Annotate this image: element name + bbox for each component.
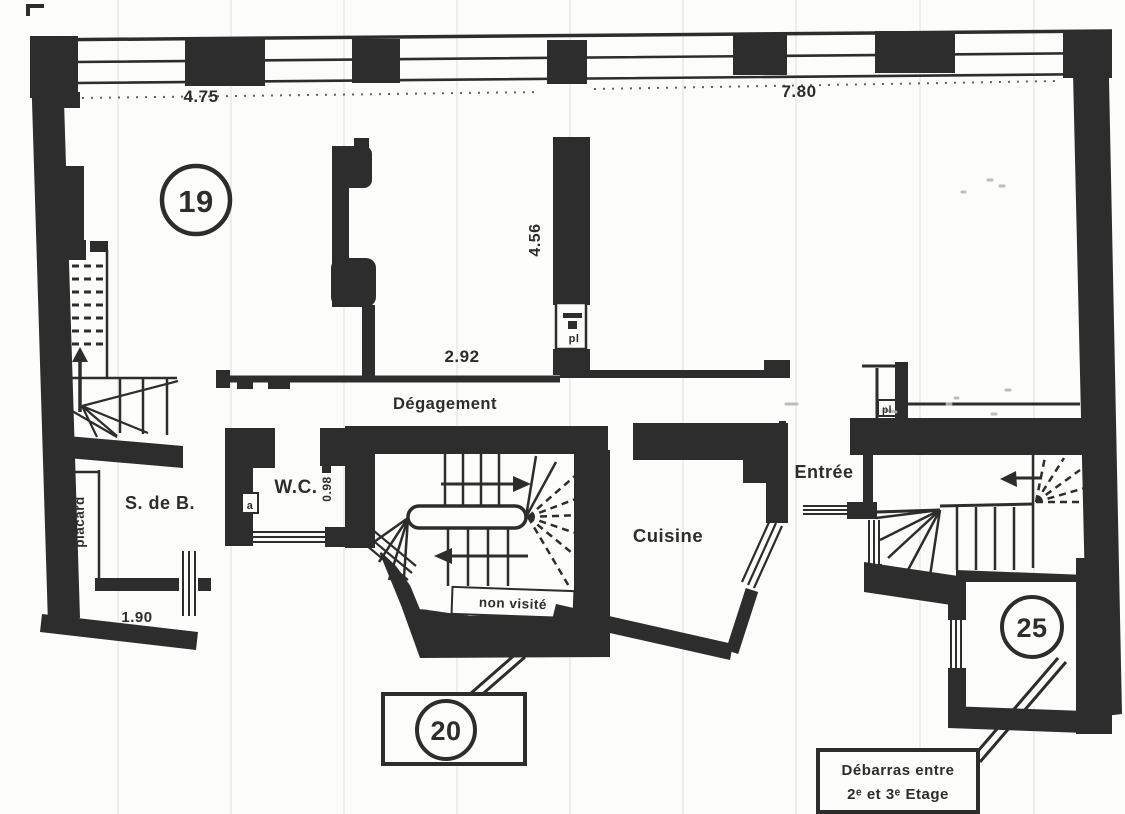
- room-19-number: 19: [178, 184, 213, 219]
- dimension-wc: 0.98: [320, 476, 334, 501]
- not-visited-label: non visité: [479, 595, 547, 612]
- east-stair-rail: [875, 502, 1035, 514]
- chimney-bottom-arm: [331, 258, 376, 307]
- dimension-top-left: 4.75: [183, 87, 218, 106]
- spine-wall-segments: [553, 137, 590, 375]
- room-20-box: [381, 692, 527, 766]
- closet-partition-lines: [70, 470, 101, 584]
- room-20-number-circle: [415, 699, 477, 761]
- east-stair-winders: [875, 508, 942, 577]
- room-20-number: 20: [430, 716, 461, 746]
- storeroom-note-line1: Débarras entre: [842, 762, 955, 779]
- east-exterior-wall: [1072, 30, 1122, 734]
- stair-winders-dashed: [526, 467, 611, 589]
- kitchen-wall-segments: [552, 423, 788, 660]
- pencil-smudge: [784, 178, 1012, 416]
- corridor-wall-endcap-west: [216, 370, 290, 389]
- wc-walls: [225, 428, 375, 548]
- wc-wall-segments: [225, 428, 375, 548]
- stair-upper-flight-treads: [443, 454, 501, 506]
- wc-label: W.C.: [274, 477, 317, 498]
- triple-line-door-symbol-wc: [253, 531, 325, 543]
- stair-winder-treads: [59, 379, 179, 438]
- west-exterior-wall: [30, 36, 108, 624]
- room-19-tag: 19: [159, 163, 233, 237]
- room-25-leader-line: [970, 657, 1068, 763]
- triple-line-door-symbol-entry-east: [868, 520, 880, 564]
- entry-label: Entrée: [794, 462, 853, 482]
- not-visited-tag: non visité: [450, 585, 576, 620]
- dimension-bathroom: 1.90: [121, 609, 152, 626]
- stairwell-interior: [375, 454, 574, 616]
- direction-arrow-icon: [1000, 471, 1017, 487]
- stair-winders-solid: [524, 455, 558, 518]
- stair-shaft-boundary: [52, 250, 177, 380]
- center-closet-fixture: [563, 313, 582, 329]
- direction-arrow-icon: [434, 548, 452, 564]
- bathroom-bottom-wall: [40, 614, 198, 650]
- room-20-tag: 20: [381, 650, 527, 766]
- not-visited-box: [450, 585, 576, 620]
- partition-below-chimney: [362, 305, 375, 377]
- bathroom-label: S. de B.: [125, 493, 195, 513]
- triple-line-door-symbol-entry-south: [803, 505, 847, 515]
- kitchen-label: Cuisine: [633, 525, 703, 546]
- facade-piers: [30, 30, 1112, 98]
- kitchen-diagonal-wall: [725, 588, 759, 654]
- chimney-tab: [354, 138, 369, 150]
- kitchen-walls: [552, 423, 788, 660]
- scan-streaks: [117, 0, 1035, 814]
- right-closet-wall: [895, 362, 908, 422]
- direction-arrow-icon: [513, 476, 531, 492]
- bathroom-walls: [40, 434, 211, 650]
- room-19-number-circle: [159, 163, 233, 237]
- entry-wall-segments: [847, 418, 1112, 576]
- room-25-number: 25: [1016, 613, 1047, 643]
- corridor-label: Dégagement: [393, 395, 497, 413]
- corner-registration-mark: [26, 4, 44, 16]
- dimension-vertical: 4.56: [527, 223, 544, 256]
- stair-upper-treads-dashed: [60, 264, 105, 346]
- dimension-corridor: 2.92: [444, 347, 479, 366]
- service-staircase: [52, 250, 179, 438]
- door-tag-letter: a: [247, 500, 254, 512]
- stair-lower-treads: [118, 378, 169, 435]
- triple-line-door-symbol-kitchen: [740, 519, 784, 589]
- bathroom-top-wall: [44, 434, 183, 468]
- room-25-walls: [948, 596, 1112, 734]
- storeroom-note: Débarras entre 2ᵉ et 3ᵉ Etage: [816, 748, 980, 814]
- triple-line-door-symbol-stair-entry: [359, 525, 417, 581]
- central-spine-wall: [553, 137, 590, 375]
- dimension-top-right: 7.80: [781, 82, 816, 101]
- main-staircase: non visité: [345, 426, 611, 659]
- triple-line-door-symbol-room-25: [950, 618, 962, 670]
- entry-hall-walls: [803, 418, 1112, 576]
- right-closet-label: pl: [882, 405, 892, 416]
- stair-left-winders: [373, 516, 410, 593]
- storeroom-note-line2: 2ᵉ et 3ᵉ Etage: [847, 786, 949, 803]
- north-facade-windows: [29, 29, 1113, 99]
- direction-arrow-icon: [72, 347, 88, 362]
- room-25: 25: [948, 582, 1112, 763]
- room-25-number-circle: [1000, 595, 1064, 659]
- east-stair-treads: [955, 452, 1035, 570]
- closet-label: placard: [72, 496, 87, 548]
- room-20-leader-line: [469, 650, 526, 700]
- storeroom-note-box: [816, 748, 980, 814]
- stairwell-walls: [345, 426, 610, 658]
- door-tag-box: [241, 492, 259, 514]
- center-closet-label: pl: [569, 333, 580, 345]
- triple-line-door-symbol-bathroom: [182, 551, 196, 616]
- chimney-breast: [331, 138, 376, 377]
